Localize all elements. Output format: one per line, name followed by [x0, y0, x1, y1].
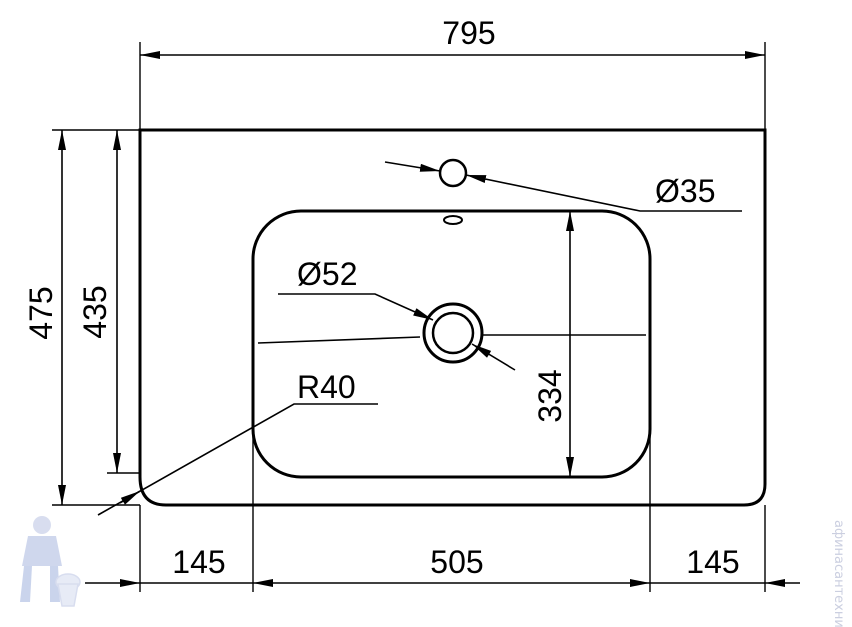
- dim-text-inner-depth: 435: [77, 285, 113, 338]
- leader-drain-hole: [278, 293, 434, 321]
- dim-text-basin-depth: 334: [532, 369, 568, 422]
- dim-text-overall-depth: 475: [23, 286, 59, 339]
- drain-hole-outer: [422, 302, 484, 364]
- basin-outline: [251, 209, 652, 479]
- overflow-slot: [443, 215, 463, 225]
- leader-corner-radius-arrow: [119, 490, 141, 505]
- countertop-outline: [138, 128, 767, 507]
- dim-text-corner-radius: R40: [297, 369, 356, 405]
- leader-tap-hole-left: [384, 161, 441, 172]
- leader-tap-hole: [465, 174, 742, 212]
- plumber-mascot-icon: [20, 516, 81, 607]
- extension-lines: [52, 42, 766, 592]
- dim-text-left-offset: 145: [172, 544, 225, 580]
- dim-text-basin-width: 505: [430, 544, 483, 580]
- tap-hole: [438, 158, 468, 188]
- drain-hole-inner: [431, 311, 475, 355]
- dim-text-tap-hole: Ø35: [655, 173, 715, 209]
- basin-center-line: [257, 336, 421, 344]
- leader-corner-radius: [97, 403, 378, 516]
- dim-text-right-offset: 145: [686, 544, 739, 580]
- dim-text-drain-hole: Ø52: [297, 256, 357, 292]
- watermark-text: афинасантехника: [831, 520, 846, 627]
- leader-drain-hole-right: [471, 343, 516, 371]
- dim-text-overall-width: 795: [442, 15, 495, 51]
